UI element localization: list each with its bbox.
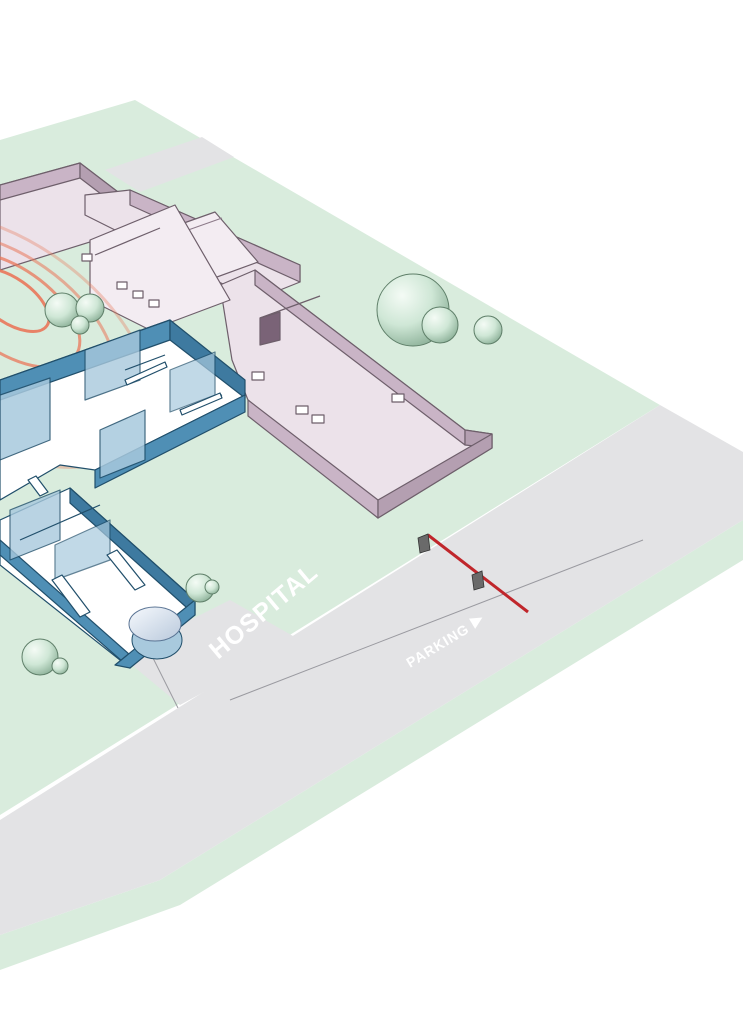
blue-wing [0,319,246,669]
road-edge-line [149,651,179,709]
mauve-wing [0,162,493,519]
tree-small [473,315,503,345]
upper-road [105,137,234,192]
entrance-drive [120,600,300,705]
parking-barrier [417,533,529,614]
triangle-right-arrow-icon [468,617,483,629]
entrance-canopy [128,606,183,660]
road-edge-line-2 [229,539,644,701]
trees [21,273,503,676]
lawn-strip-lower [0,520,743,970]
main-road [0,405,743,935]
